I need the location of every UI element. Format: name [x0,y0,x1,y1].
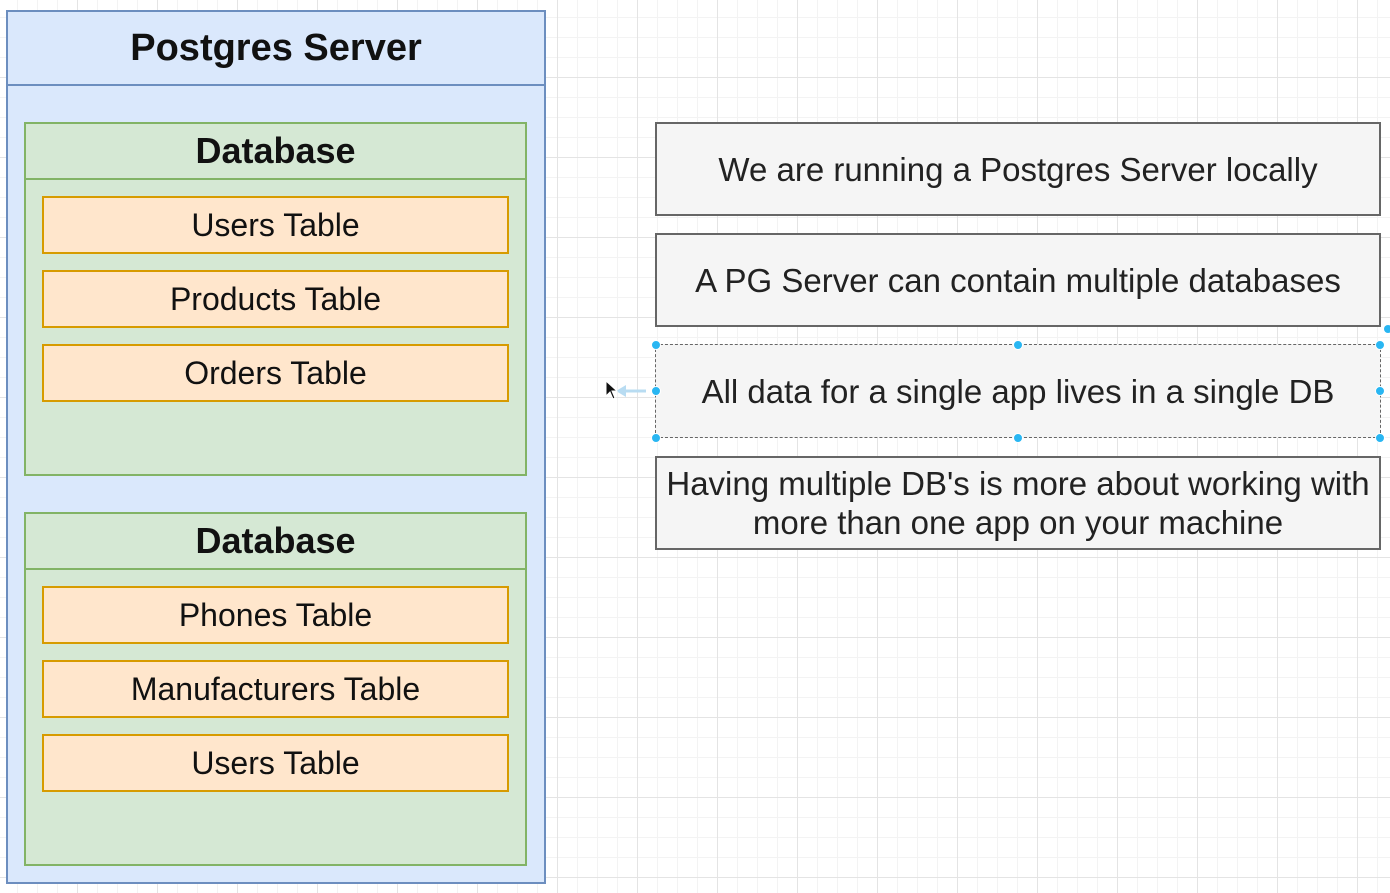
table-users-1[interactable]: Users Table [42,196,509,254]
resize-handle-top-left[interactable] [651,340,661,350]
table-orders[interactable]: Orders Table [42,344,509,402]
table-manufacturers[interactable]: Manufacturers Table [42,660,509,718]
connection-point-indicator[interactable] [1384,325,1390,333]
database-title-1[interactable]: Database [24,122,527,180]
resize-handle-right[interactable] [1375,386,1385,396]
resize-handle-bottom[interactable] [1013,433,1023,443]
table-users-2[interactable]: Users Table [42,734,509,792]
note-single-app-single-db-selected[interactable]: All data for a single app lives in a sin… [655,344,1381,438]
postgres-server-title[interactable]: Postgres Server [6,10,546,86]
connection-arrow-icon[interactable] [612,381,648,401]
mouse-pointer-icon [605,380,619,400]
note-multiple-dbs-multiple-apps[interactable]: Having multiple DB's is more about worki… [655,456,1381,550]
note-text: We are running a Postgres Server locally [718,150,1318,188]
database-title-2[interactable]: Database [24,512,527,570]
note-running-locally[interactable]: We are running a Postgres Server locally [655,122,1381,216]
note-multiple-databases[interactable]: A PG Server can contain multiple databas… [655,233,1381,327]
resize-handle-bottom-left[interactable] [651,433,661,443]
resize-handle-top-right[interactable] [1375,340,1385,350]
table-products[interactable]: Products Table [42,270,509,328]
table-phones[interactable]: Phones Table [42,586,509,644]
note-text: A PG Server can contain multiple databas… [695,261,1341,299]
resize-handle-bottom-right[interactable] [1375,433,1385,443]
note-text: All data for a single app lives in a sin… [701,372,1335,410]
resize-handle-top[interactable] [1013,340,1023,350]
note-text: Having multiple DB's is more about worki… [666,465,1370,541]
resize-handle-left[interactable] [651,386,661,396]
